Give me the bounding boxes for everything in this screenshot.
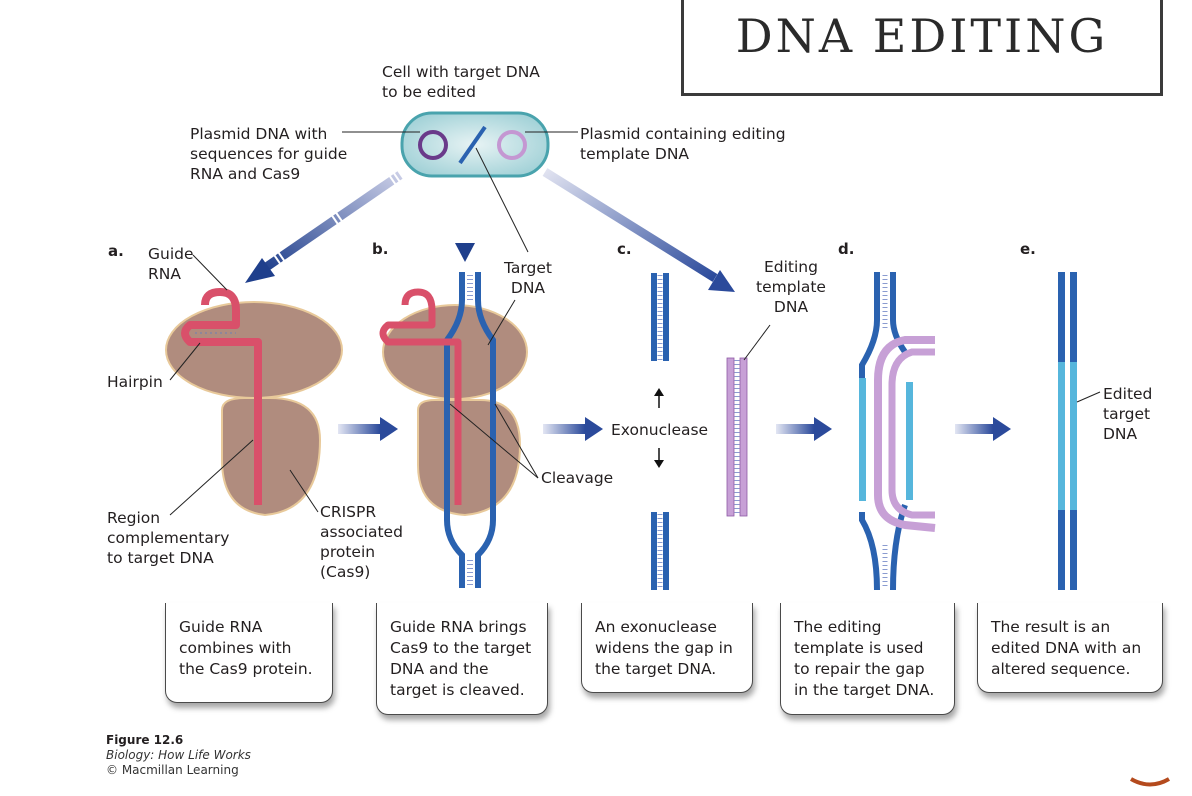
panel-e-illustration	[1058, 272, 1077, 590]
leader-target-dna-b	[487, 299, 516, 346]
cleavage-label: Cleavage	[541, 469, 614, 487]
leader-hairpin	[169, 342, 201, 381]
step-arrow-a-b	[338, 417, 398, 441]
guide-rna-label: Guide RNA	[148, 245, 194, 283]
plasmid-guide-cas9	[418, 130, 448, 160]
target-dna-label: Target DNA	[504, 259, 552, 297]
caption-b: Guide RNA brings Cas9 to the target DNA …	[376, 603, 548, 715]
arrowhead-to-a	[245, 258, 275, 283]
panel-d-illustration	[859, 272, 936, 591]
leader-cas9	[289, 469, 319, 513]
editing-template-label: Editing template DNA	[756, 258, 826, 316]
edited-target-dna-label: Edited target DNA	[1103, 385, 1153, 443]
leader-cleavage-2	[494, 403, 539, 479]
left-plasmid-label: Plasmid DNA with sequences for guide RNA…	[190, 125, 348, 183]
panel-c-letter: c.	[617, 240, 632, 258]
step-arrow-d-e	[955, 417, 1011, 441]
caption-e: The result is an edited DNA with an alte…	[977, 603, 1163, 693]
arrow-to-c	[542, 168, 718, 282]
panel-b-illustration	[379, 272, 528, 588]
cas9-label: CRISPR associated protein (Cas9)	[320, 503, 403, 581]
arrow-to-a	[259, 171, 403, 274]
right-plasmid-label: Plasmid containing editing template DNA	[580, 125, 786, 163]
caption-a: Guide RNA combines with the Cas9 protein…	[165, 603, 333, 703]
leader-cleavage-1	[449, 403, 539, 479]
panel-c-illustration	[651, 273, 748, 590]
caption-d: The editing template is used to repair t…	[780, 603, 955, 715]
arrowhead-to-b	[455, 243, 475, 262]
title-box: DNA EDITING	[681, 0, 1163, 96]
leader-target-dna	[475, 147, 529, 253]
figure-book: Biology: How Life Works	[106, 748, 251, 762]
figure-number: Figure 12.6	[106, 733, 184, 747]
cell-label: Cell with target DNA to be edited	[382, 63, 540, 101]
panel-a-illustration	[165, 288, 343, 517]
leader-guide-rna	[192, 254, 228, 291]
caption-c: An exonuclease widens the gap in the tar…	[581, 603, 753, 693]
step-arrow-b-c	[543, 417, 603, 441]
leader-editing-template	[743, 324, 771, 361]
panel-e-letter: e.	[1020, 240, 1036, 258]
region-complementary-label: Region complementary to target DNA	[107, 509, 230, 567]
leader-region	[169, 439, 254, 516]
panel-b-letter: b.	[372, 240, 389, 258]
leader-edited	[1076, 391, 1101, 403]
exonuclease-label: Exonuclease	[611, 421, 709, 439]
plasmid-template	[497, 130, 527, 160]
cell-target-dna	[458, 125, 487, 165]
cell	[342, 111, 578, 253]
step-arrow-c-d	[776, 417, 832, 441]
arrowhead-to-c	[708, 270, 735, 292]
page-title: DNA EDITING	[735, 9, 1109, 63]
publisher-logo-icon	[1129, 777, 1171, 787]
panel-d-letter: d.	[838, 240, 855, 258]
hairpin-label: Hairpin	[107, 373, 163, 391]
panel-a-letter: a.	[108, 242, 124, 260]
figure-copyright: © Macmillan Learning	[106, 763, 239, 777]
